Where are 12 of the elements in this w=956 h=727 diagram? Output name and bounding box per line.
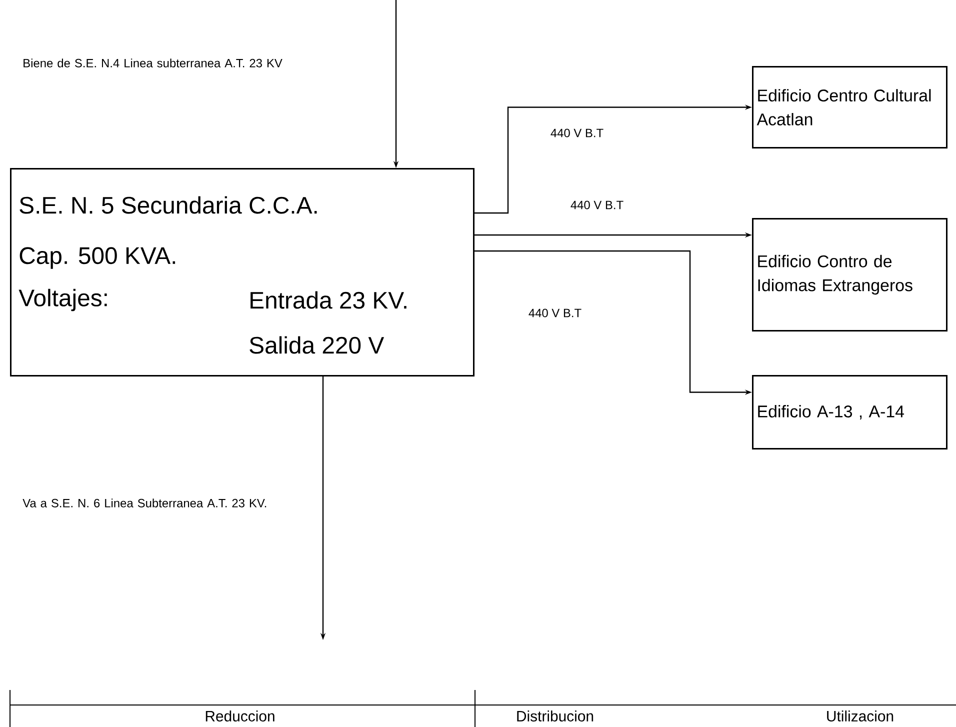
stage-label: Reduccion bbox=[206, 710, 274, 722]
building-box: Edificio A-13 , A-14 bbox=[752, 375, 948, 450]
substation-box: S.E. N. 5 Secundaria C.C.A. Cap. 500 KVA. Voltajes: Entrada 23 KV. Salida 220 V bbox=[10, 168, 475, 376]
edge-label: 440 V B.T bbox=[528, 308, 582, 318]
note-text: Va a S.E. N. 6 Linea Subterranea A.T. 23 KV. bbox=[22, 498, 266, 508]
stage-label: Distribucion bbox=[517, 710, 594, 722]
building-box: Edificio Centro Cultural Acatlan bbox=[752, 66, 948, 148]
edge-label: 440 V B.T bbox=[570, 200, 624, 210]
edge-label: 440 V B.T bbox=[550, 128, 604, 138]
note-text: Biene de S.E. N.4 Linea subterranea A.T. 23 KV bbox=[24, 58, 282, 68]
stage-label: Utilizacion bbox=[827, 710, 894, 722]
building-box: Edificio Contro de Idiomas Extrangeros bbox=[752, 218, 948, 332]
